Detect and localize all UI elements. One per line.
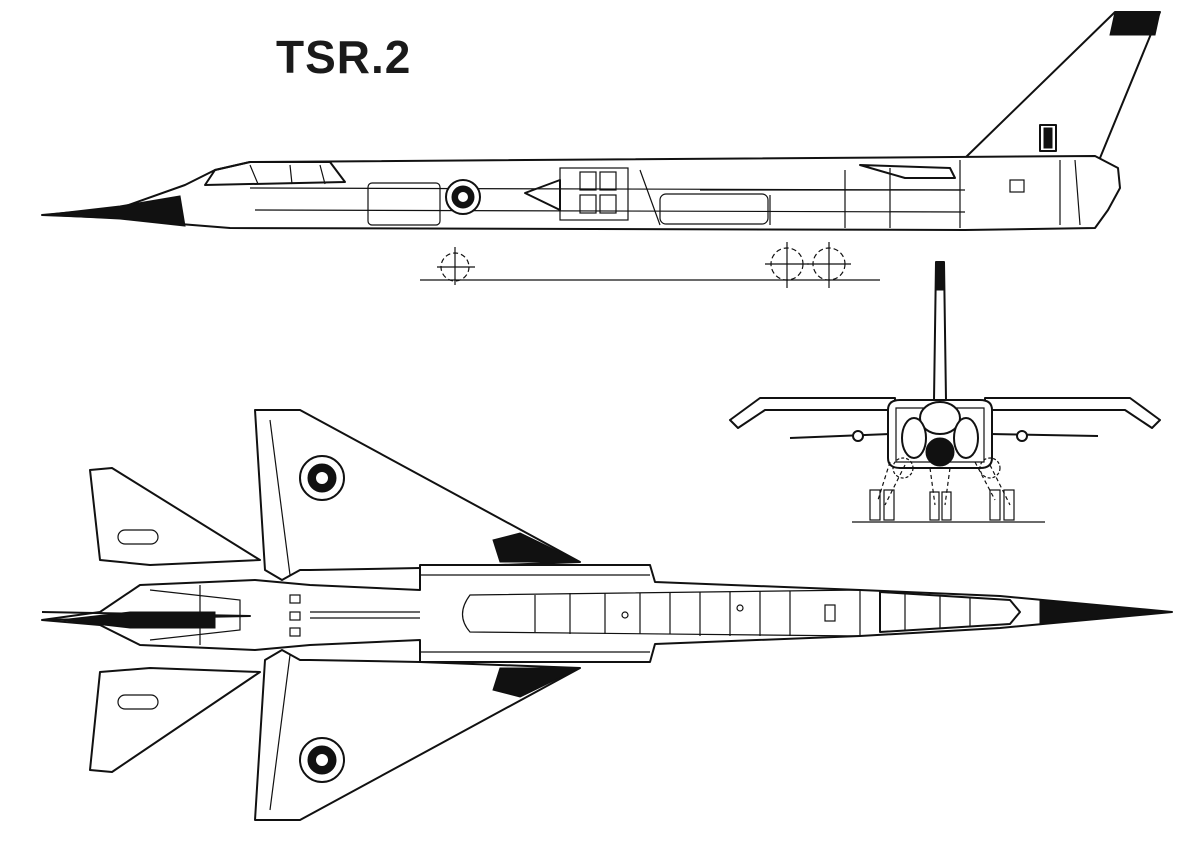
front-gear-nose [929, 491, 952, 521]
side-wheel-main-1 [765, 242, 809, 288]
nose-probe [41, 195, 186, 227]
side-view [41, 11, 1161, 288]
side-fuselage [41, 155, 1121, 231]
front-view [729, 261, 1161, 523]
front-gear-right [989, 489, 1015, 521]
top-wing-upper [254, 409, 581, 581]
front-gear-left [869, 489, 895, 521]
top-view [41, 409, 1173, 821]
top-tailplane-upper [89, 467, 261, 566]
top-nose-probe [1039, 599, 1173, 625]
side-wheel-nose [437, 247, 475, 285]
aircraft-title: TSR.2 [276, 31, 412, 83]
front-wings [729, 397, 896, 429]
side-roundel [445, 179, 481, 215]
top-roundel-lower [299, 737, 345, 783]
top-roundel-upper [299, 455, 345, 501]
top-tailplane-lower [89, 667, 261, 773]
side-wheel-main-2 [807, 242, 851, 288]
